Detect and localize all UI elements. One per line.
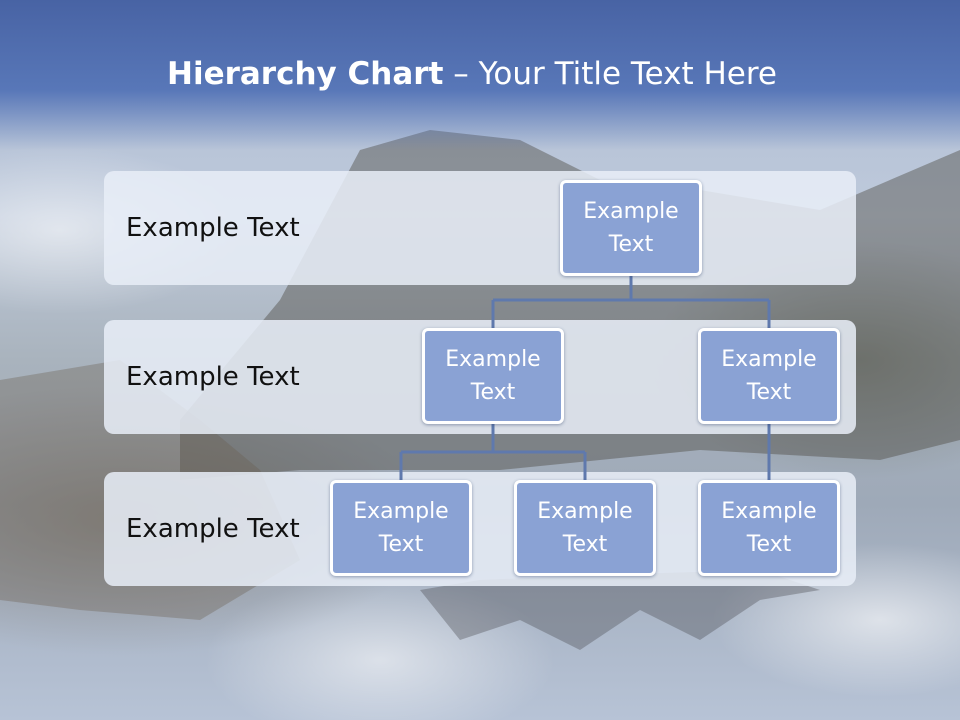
level-label-1: Example Text	[126, 213, 300, 243]
node-child-left[interactable]: Example Text	[422, 328, 564, 424]
level-label-2: Example Text	[126, 362, 300, 392]
title-bold-part: Hierarchy Chart	[167, 56, 444, 92]
level-band-1: Example Text	[104, 171, 856, 285]
node-grandchild-1[interactable]: Example Text	[330, 480, 472, 576]
level-label-3: Example Text	[126, 514, 300, 544]
node-child-right[interactable]: Example Text	[698, 328, 840, 424]
node-root[interactable]: Example Text	[560, 180, 702, 276]
title-rest-part: – Your Title Text Here	[443, 56, 777, 92]
node-grandchild-2[interactable]: Example Text	[514, 480, 656, 576]
slide-title: Hierarchy Chart – Your Title Text Here	[0, 56, 944, 92]
title-bar	[0, 0, 960, 150]
node-grandchild-3[interactable]: Example Text	[698, 480, 840, 576]
